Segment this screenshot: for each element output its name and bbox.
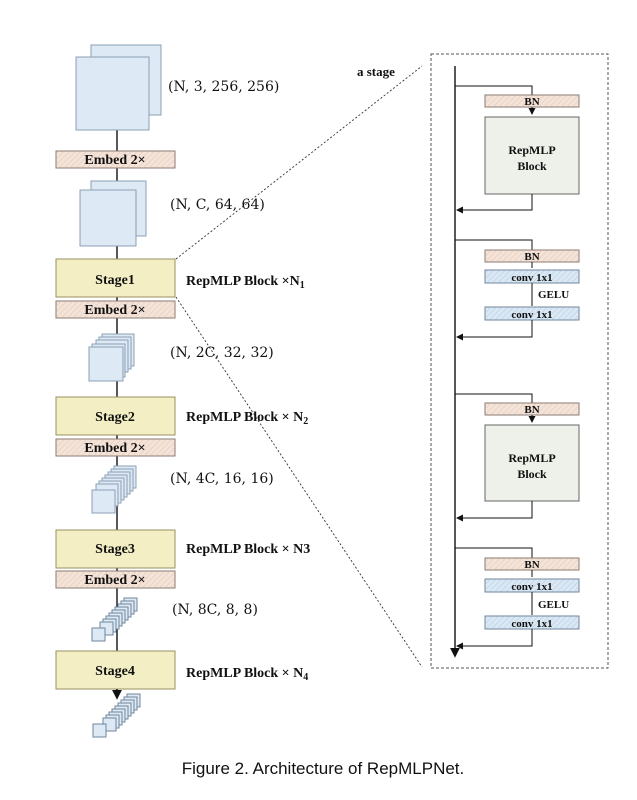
shape-label-4c16: (N, 4C, 16, 16) — [170, 471, 274, 487]
embed-label-2: Embed 2× — [84, 303, 145, 318]
stage-label-1: Stage1 — [95, 273, 135, 288]
stage-block-text-4: RepMLP Block × N4 — [186, 666, 308, 683]
repmlp-label-1b: Block — [517, 159, 547, 173]
shape-label-8c8: (N, 8C, 8, 8) — [172, 602, 258, 618]
unit-ffn-2 — [455, 547, 580, 650]
tensor-2c32 — [88, 333, 135, 382]
tensor-input — [75, 44, 162, 131]
stage-block-text-1: RepMLP Block ×N1 — [186, 274, 305, 291]
bn-label-3: BN — [524, 404, 539, 416]
zoom-connector-top — [175, 65, 423, 260]
shape-label-input: (N, 3, 256, 256) — [168, 79, 279, 95]
shape-label-2c32: (N, 2C, 32, 32) — [170, 345, 274, 361]
repmlp-label-2b: Block — [517, 467, 547, 481]
embed-label-3: Embed 2× — [84, 441, 145, 456]
bn-label-1: BN — [524, 96, 539, 108]
unit-repmlp-1 — [455, 85, 580, 214]
repmlp-label-1a: RepMLP — [508, 143, 555, 157]
bn-label-2: BN — [524, 251, 539, 263]
repmlp-label-2a: RepMLP — [508, 451, 555, 465]
bn-label-4: BN — [524, 559, 539, 571]
gelu-label-1: GELU — [538, 289, 569, 301]
tensor-output — [92, 693, 141, 738]
stage-block-text-3: RepMLP Block × N3 — [186, 542, 310, 557]
stage-label-3: Stage3 — [95, 542, 135, 557]
tensor-c64 — [79, 180, 147, 247]
stage-label-2: Stage2 — [95, 410, 135, 425]
unit-repmlp-2 — [455, 393, 580, 522]
stage-block-1 — [55, 258, 176, 298]
embed-block-4 — [55, 570, 176, 589]
embed-label-4: Embed 2× — [84, 573, 145, 588]
a-stage-label: a stage — [357, 64, 395, 79]
embed-block-2 — [55, 300, 176, 319]
figure-caption: Figure 2. Architecture of RepMLPNet. — [182, 759, 465, 778]
unit-ffn-1 — [455, 239, 580, 341]
stage-block-2 — [55, 396, 176, 436]
tensor-8c8 — [91, 597, 138, 642]
stage-block-4 — [55, 650, 176, 690]
conv-label-2: conv 1x1 — [511, 309, 552, 321]
embed-label-1: Embed 2× — [84, 153, 145, 168]
gelu-label-2: GELU — [538, 599, 569, 611]
stage-block-text-2: RepMLP Block × N2 — [186, 410, 308, 427]
conv-label-1: conv 1x1 — [511, 272, 552, 284]
embed-block-3 — [55, 438, 176, 457]
stage-label-4: Stage4 — [95, 664, 135, 679]
conv-label-4: conv 1x1 — [511, 618, 552, 630]
shape-label-c64: (N, C, 64, 64) — [170, 197, 265, 213]
conv-label-3: conv 1x1 — [511, 581, 552, 593]
stage-detail-panel — [430, 53, 609, 669]
stage-block-3 — [55, 529, 176, 569]
embed-block-1 — [55, 150, 176, 169]
tensor-4c16 — [91, 465, 137, 514]
